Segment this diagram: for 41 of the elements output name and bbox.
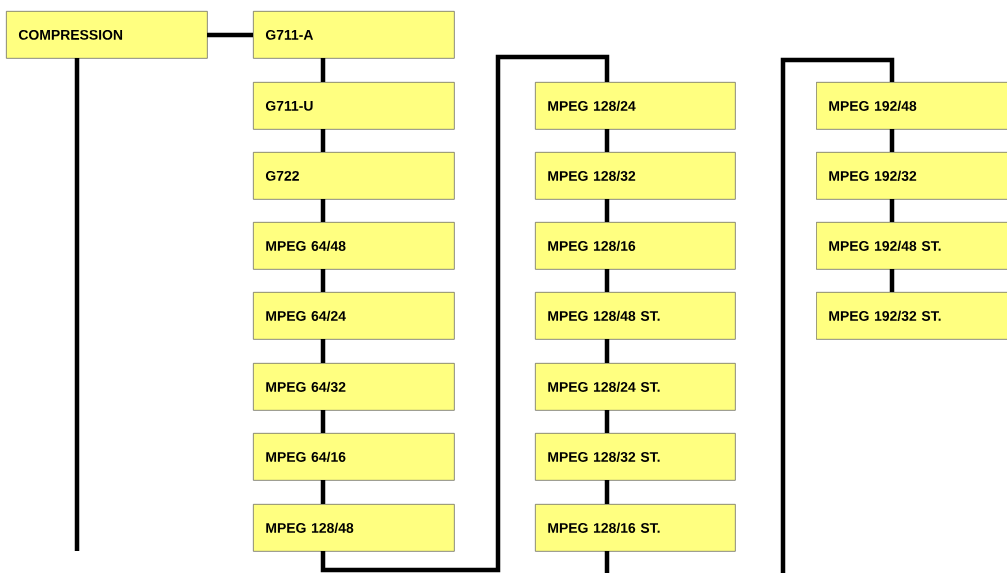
connector-line — [604, 199, 610, 222]
connector-line — [320, 58, 326, 82]
process-box: MPEG 192/32 ST. — [816, 292, 1007, 340]
process-box: MPEG 128/16 ST. — [535, 503, 736, 552]
connector-line — [604, 551, 610, 573]
connector-line — [320, 129, 326, 152]
connector-line — [889, 199, 895, 222]
process-box: MPEG 128/24 ST. — [535, 363, 736, 411]
connector-line — [889, 269, 895, 292]
connector-line — [320, 339, 326, 363]
process-box: MPEG 128/16 — [535, 222, 736, 270]
connector-line — [74, 58, 80, 551]
connector-line — [320, 410, 326, 433]
process-box: G711-U — [253, 82, 455, 130]
process-box: MPEG 128/48 — [253, 503, 455, 552]
process-box: MPEG 64/48 — [253, 222, 455, 270]
process-box: MPEG 192/32 — [816, 152, 1007, 200]
connector-line — [604, 410, 610, 433]
process-box: COMPRESSION — [6, 11, 208, 59]
connector-line — [780, 57, 895, 573]
process-box: MPEG 64/32 — [253, 363, 455, 411]
connector-line — [604, 339, 610, 363]
process-box: G711-A — [253, 11, 455, 59]
connector-line — [604, 129, 610, 152]
process-box: MPEG 64/24 — [253, 292, 455, 340]
process-box: MPEG 128/48 ST. — [535, 292, 736, 340]
connector-line — [889, 129, 895, 152]
connector-line — [320, 269, 326, 292]
process-box: MPEG 192/48 — [816, 82, 1007, 130]
connector-line — [207, 32, 253, 38]
process-box: MPEG 128/32 ST. — [535, 433, 736, 481]
connector-line — [320, 480, 326, 504]
process-box: G722 — [253, 152, 455, 200]
connector-line — [604, 269, 610, 292]
process-box: MPEG 128/32 — [535, 152, 736, 200]
connector-line — [320, 199, 326, 222]
connector-line — [604, 480, 610, 504]
process-box: MPEG 128/24 — [535, 82, 736, 130]
process-box: MPEG 192/48 ST. — [816, 222, 1007, 270]
process-box: MPEG 64/16 — [253, 433, 455, 481]
connector-line — [320, 54, 610, 573]
